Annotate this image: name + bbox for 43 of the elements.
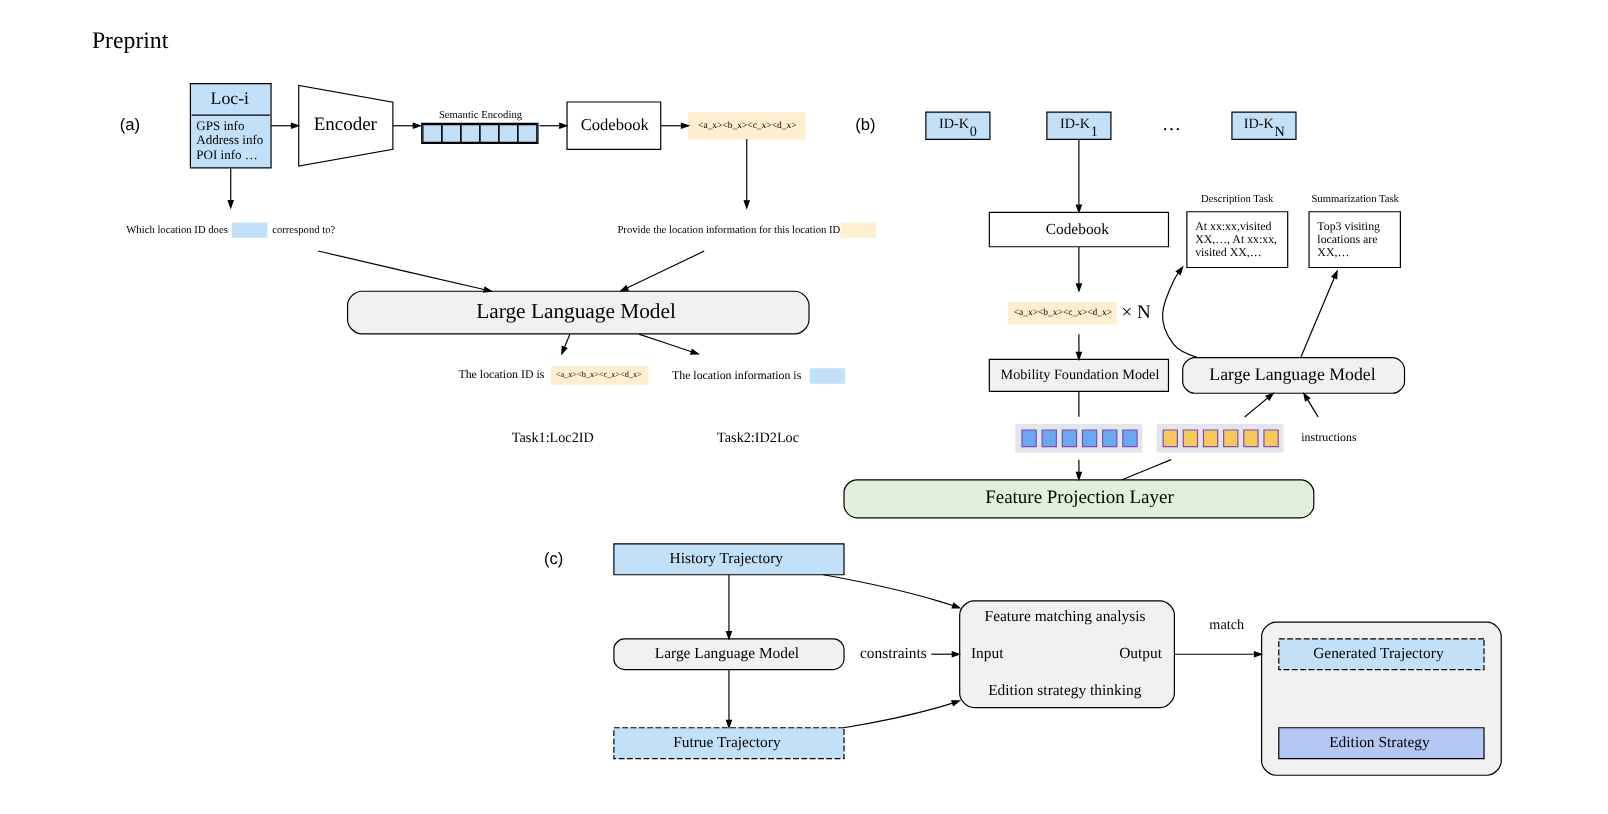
arrow: [742, 138, 750, 210]
node-box: [808, 368, 845, 384]
node-box: Large Language Model: [1181, 357, 1405, 394]
arrow: [618, 250, 704, 292]
arrow: [537, 122, 568, 130]
node-box: Encoder: [297, 84, 393, 167]
arrow: [929, 650, 961, 658]
arrow: [821, 574, 961, 609]
arrow: [659, 122, 690, 130]
arrow: [724, 669, 732, 730]
label: …: [1160, 116, 1180, 137]
arrow: [842, 700, 961, 729]
cluster: [1260, 621, 1501, 776]
label: Preprint: [90, 26, 168, 55]
arrow: [1161, 265, 1198, 359]
arrow: [637, 333, 699, 355]
arrow: [1299, 269, 1337, 359]
label: (a): [118, 114, 140, 135]
connector: [1077, 391, 1079, 418]
arrow: [391, 122, 422, 130]
label: (c): [542, 547, 563, 568]
node-box: [839, 222, 876, 238]
node-box: Large Language Model: [345, 290, 809, 335]
node-label: × N: [1120, 303, 1150, 324]
arrow: [1243, 392, 1274, 418]
connector: [1120, 459, 1171, 481]
node-box: Codebook: [565, 101, 661, 151]
arrow: [1074, 459, 1082, 482]
arrow: [1074, 246, 1082, 293]
arrow: [1173, 650, 1263, 658]
arrow: [1074, 333, 1082, 362]
label: (b): [854, 114, 875, 135]
node-box: Feature Projection Layer: [842, 479, 1314, 519]
arrow: [316, 250, 493, 293]
node-box: [230, 222, 267, 238]
arrow: [226, 167, 234, 210]
node-bar: [1155, 424, 1283, 453]
node-bar: [1014, 424, 1142, 453]
arrow: [269, 122, 300, 130]
arrow: [560, 333, 570, 356]
arrow: [1301, 391, 1318, 418]
arrow: [1074, 139, 1082, 215]
arrow: [724, 574, 732, 641]
